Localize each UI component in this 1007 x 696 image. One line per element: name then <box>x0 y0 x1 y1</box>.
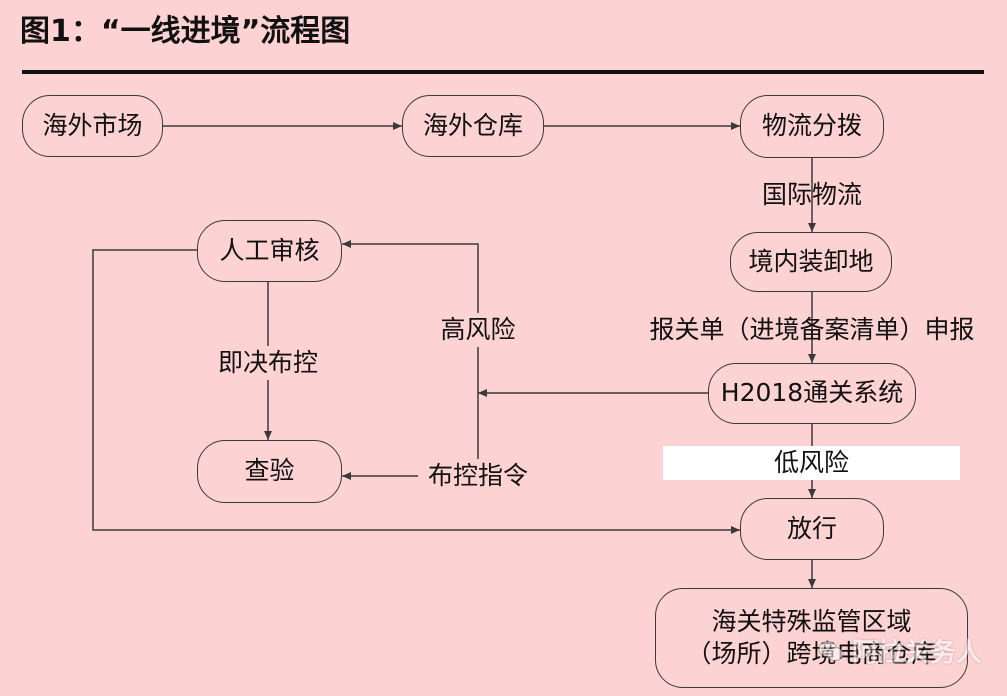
figure-title: 图1：“一线进境”流程图 <box>20 14 351 49</box>
watermark: 阿拉关务人 <box>818 632 982 669</box>
node-h2018-system-label: H2018通关系统 <box>720 378 904 408</box>
node-special-zone: 海关特殊监管区域 （场所）跨境电商仓库 <box>655 588 968 688</box>
node-overseas-market: 海外市场 <box>22 95 163 157</box>
title-divider <box>22 70 984 74</box>
node-special-zone-line2: （场所）跨境电商仓库 <box>686 639 937 668</box>
arrow-review-to-release <box>92 249 740 534</box>
edge-label-low-risk: 低风险 <box>663 446 960 480</box>
node-inspection-label: 查验 <box>244 456 295 486</box>
node-overseas-warehouse-label: 海外仓库 <box>422 110 523 140</box>
node-overseas-market-label: 海外市场 <box>42 110 143 140</box>
watermark-text: 阿拉关务人 <box>852 638 983 668</box>
node-logistics-distribution: 物流分拨 <box>740 95 884 158</box>
node-release: 放行 <box>740 498 884 560</box>
node-inspection: 查验 <box>197 440 342 503</box>
edge-label-international-logistics: 国际物流 <box>761 180 862 209</box>
arrow-branch-to-review <box>342 240 479 476</box>
edge-label-high-risk: 高风险 <box>425 313 531 347</box>
edge-label-declaration: 报关单（进境备案清单）申报 <box>649 315 975 344</box>
node-logistics-distribution-label: 物流分拨 <box>761 111 862 141</box>
node-overseas-warehouse: 海外仓库 <box>402 95 544 157</box>
node-h2018-system: H2018通关系统 <box>708 363 916 424</box>
node-domestic-loading-label: 境内装卸地 <box>748 246 874 276</box>
node-special-zone-line1: 海关特殊监管区域 <box>711 606 912 636</box>
node-release-label: 放行 <box>786 513 837 543</box>
node-domestic-loading: 境内装卸地 <box>730 232 892 292</box>
edge-label-immediate-control: 即决布控 <box>208 346 328 380</box>
node-manual-review: 人工审核 <box>197 220 342 282</box>
wechat-icon <box>818 640 844 661</box>
node-manual-review-label: 人工审核 <box>219 235 320 265</box>
edge-label-control-instruction: 布控指令 <box>418 459 538 493</box>
